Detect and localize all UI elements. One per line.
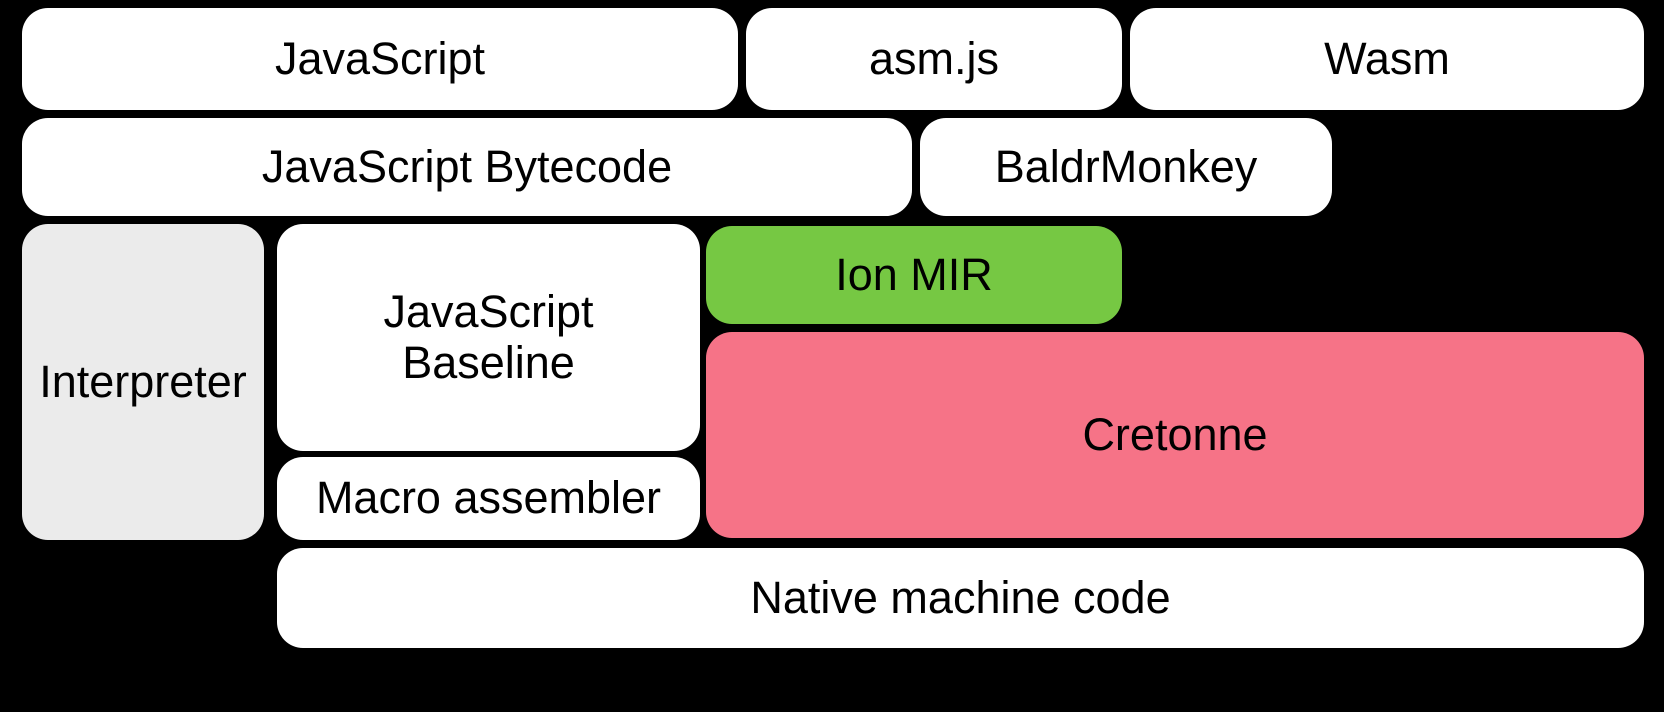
box-baldrmonkey: BaldrMonkey — [920, 118, 1332, 216]
box-label-macro-assembler: Macro assembler — [315, 472, 662, 524]
box-label-cretonne: Cretonne — [1082, 408, 1268, 460]
box-label-javascript-baseline: JavaScript Baseline — [383, 286, 594, 388]
box-cretonne: Cretonne — [706, 332, 1644, 538]
box-javascript-baseline: JavaScript Baseline — [277, 224, 700, 451]
box-ion-mir: Ion MIR — [706, 226, 1122, 324]
box-native-machine-code: Native machine code — [277, 548, 1644, 648]
box-label-native-machine-code: Native machine code — [750, 571, 1171, 623]
box-wasm: Wasm — [1130, 8, 1644, 110]
box-label-baldrmonkey: BaldrMonkey — [994, 140, 1258, 192]
box-label-asm-js: asm.js — [868, 32, 999, 84]
box-asm-js: asm.js — [746, 8, 1122, 110]
box-label-javascript: JavaScript — [274, 32, 486, 84]
box-interpreter: Interpreter — [22, 224, 264, 540]
box-label-javascript-bytecode: JavaScript Bytecode — [261, 140, 673, 192]
box-javascript: JavaScript — [22, 8, 738, 110]
box-label-ion-mir: Ion MIR — [835, 248, 993, 300]
box-label-interpreter: Interpreter — [39, 355, 247, 407]
box-label-wasm: Wasm — [1324, 32, 1450, 84]
box-macro-assembler: Macro assembler — [277, 457, 700, 540]
box-javascript-bytecode: JavaScript Bytecode — [22, 118, 912, 216]
